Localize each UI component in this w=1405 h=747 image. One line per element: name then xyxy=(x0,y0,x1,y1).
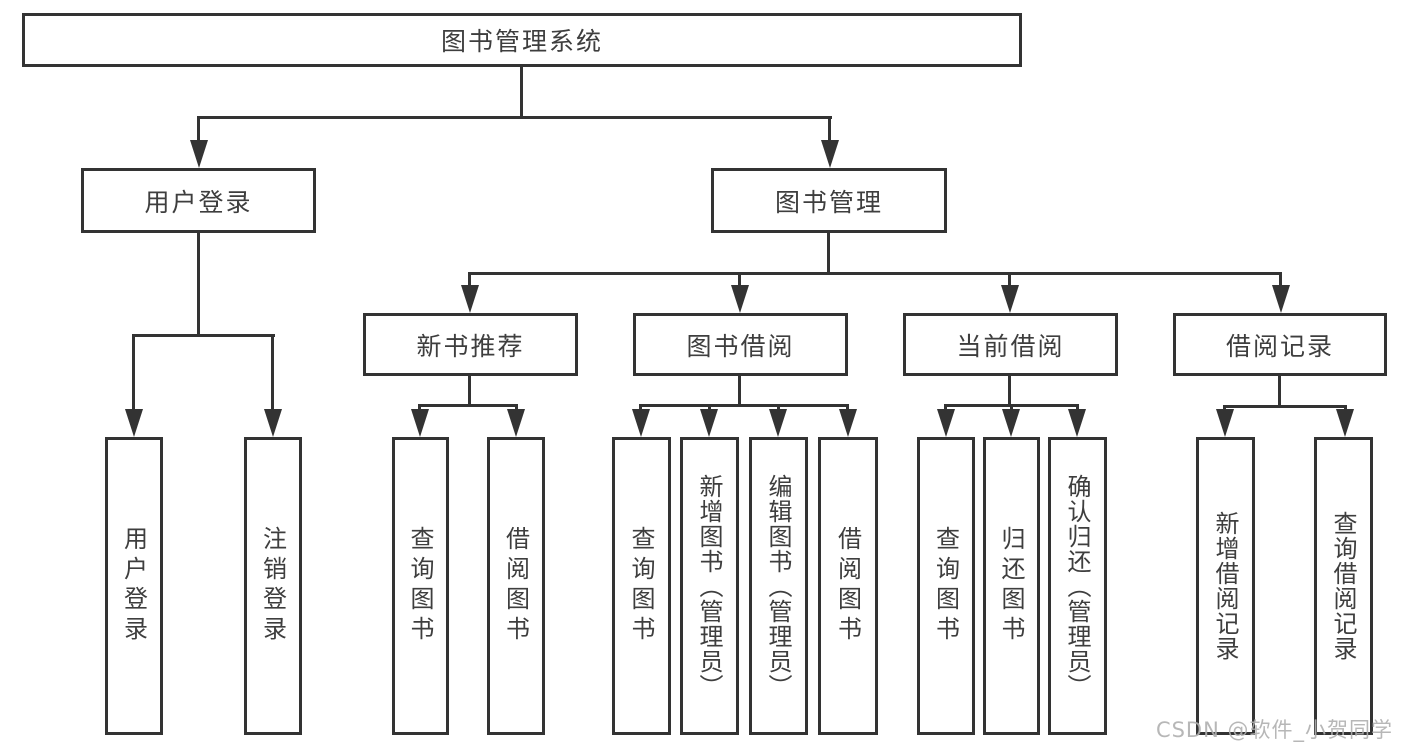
connector-jy-stem xyxy=(738,376,741,407)
leaf-confirm-return-admin: 确认归还（管理员） xyxy=(1048,437,1107,735)
leaf-edit-books-admin: 编辑图书（管理员） xyxy=(749,437,808,735)
arrow-down-icon xyxy=(1216,409,1234,437)
connector-drop xyxy=(515,404,518,412)
arrow-down-icon xyxy=(769,409,787,437)
leaf-query-books-recommend: 查询图书 xyxy=(392,437,449,735)
leaf-add-borrow-record: 新增借阅记录 xyxy=(1196,437,1255,735)
connector-drop xyxy=(708,404,711,412)
connector-drop xyxy=(639,404,642,412)
arrow-down-icon xyxy=(411,409,429,437)
arrow-down-icon xyxy=(700,409,718,437)
connector-drop xyxy=(777,404,780,412)
arrow-down-icon xyxy=(125,409,143,437)
connector-dq-stem xyxy=(1008,376,1011,407)
node-borrowing-records: 借阅记录 xyxy=(1173,313,1387,376)
arrow-down-icon xyxy=(190,140,208,168)
leaf-borrow-books-recommend: 借阅图书 xyxy=(487,437,545,735)
connector-drop xyxy=(418,404,421,412)
leaf-query-books-borrowing: 查询图书 xyxy=(612,437,671,735)
connector-login-stem xyxy=(197,233,200,337)
arrow-down-icon xyxy=(1068,409,1086,437)
node-user-login: 用户登录 xyxy=(81,168,316,233)
connector-ns-stem xyxy=(468,376,471,407)
connector-drop-new-books xyxy=(468,272,471,287)
connector-l3-bus xyxy=(468,272,1282,275)
arrow-down-icon xyxy=(1001,285,1019,313)
connector-login-bus xyxy=(132,334,275,337)
arrow-down-icon xyxy=(821,140,839,168)
connector-l2-bus xyxy=(197,116,832,119)
arrow-down-icon xyxy=(839,409,857,437)
node-current-borrowing: 当前借阅 xyxy=(903,313,1118,376)
connector-jl-stem xyxy=(1278,376,1281,408)
arrow-down-icon xyxy=(731,285,749,313)
connector-root-stem xyxy=(520,64,523,119)
connector-drop-user-login xyxy=(197,116,200,144)
arrow-down-icon xyxy=(1272,285,1290,313)
connector-ns-bus xyxy=(418,404,518,407)
connector-drop xyxy=(1223,405,1226,412)
arrow-down-icon xyxy=(937,409,955,437)
arrow-down-icon xyxy=(1002,409,1020,437)
connector-drop-leaf-logout xyxy=(271,334,274,411)
connector-drop xyxy=(944,404,947,412)
connector-drop xyxy=(1076,404,1079,412)
node-new-book-recommend: 新书推荐 xyxy=(363,313,578,376)
leaf-add-books-admin: 新增图书（管理员） xyxy=(680,437,739,735)
arrow-down-icon xyxy=(461,285,479,313)
arrow-down-icon xyxy=(507,409,525,437)
connector-drop xyxy=(1344,405,1347,412)
leaf-logout: 注销登录 xyxy=(244,437,302,735)
leaf-user-login: 用户登录 xyxy=(105,437,163,735)
connector-drop-borrow-records xyxy=(1279,272,1282,287)
connector-jy-bus xyxy=(639,404,849,407)
connector-jl-bus xyxy=(1223,405,1347,408)
arrow-down-icon xyxy=(1336,409,1354,437)
connector-drop-current-borrow xyxy=(1008,272,1011,287)
arrow-down-icon xyxy=(264,409,282,437)
leaf-return-books: 归还图书 xyxy=(983,437,1040,735)
arrow-down-icon xyxy=(632,409,650,437)
node-library-system: 图书管理系统 xyxy=(22,13,1022,67)
connector-drop-book-borrow xyxy=(738,272,741,287)
connector-drop-book-mgmt xyxy=(828,116,831,144)
leaf-query-borrow-record: 查询借阅记录 xyxy=(1314,437,1373,735)
leaf-query-books-current: 查询图书 xyxy=(917,437,975,735)
node-book-borrowing: 图书借阅 xyxy=(633,313,848,376)
leaf-borrow-books-borrowing: 借阅图书 xyxy=(818,437,878,735)
connector-mgmt-stem xyxy=(827,233,830,275)
connector-drop xyxy=(846,404,849,412)
connector-drop xyxy=(1010,404,1013,412)
connector-drop-leaf-login xyxy=(132,334,135,411)
node-book-management: 图书管理 xyxy=(711,168,947,233)
